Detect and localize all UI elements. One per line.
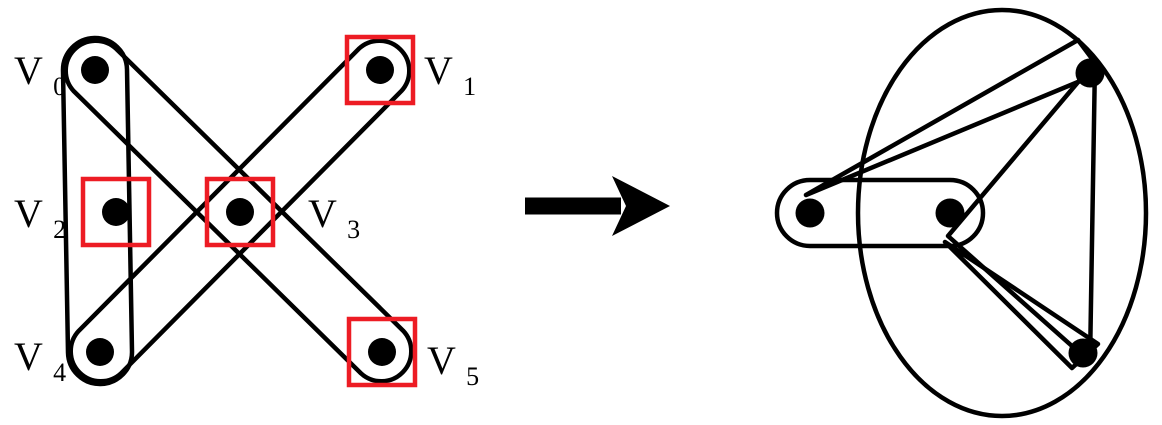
vertex-label-v5-sub: 5	[466, 362, 479, 391]
transform-arrow	[525, 176, 670, 236]
vertex-label-v2: V 2	[14, 191, 66, 244]
vertex-label-v1: V 1	[424, 48, 476, 101]
vertex-u-left	[795, 198, 825, 228]
vertex-label-v3: V 3	[308, 191, 360, 244]
vertex-label-v5-main: V	[427, 338, 456, 383]
vertex-label-v3-main: V	[308, 191, 337, 236]
vertex-label-v1-main: V	[424, 48, 453, 93]
hyperedge-wedge-left-top	[803, 37, 1105, 198]
vertex-v4	[86, 338, 114, 366]
hyperedge-triangle-middle-top-bottom	[945, 59, 1098, 365]
vertex-v3	[226, 198, 254, 226]
vertex-label-v0: V 0	[14, 48, 66, 101]
highlight-box-v2	[80, 176, 152, 248]
vertex-label-v4: V 4	[14, 334, 66, 387]
highlight-box-v3	[204, 176, 276, 248]
vertex-label-v1-sub: 1	[463, 72, 476, 101]
vertex-label-v3-sub: 3	[347, 215, 360, 244]
vertex-v2	[102, 198, 130, 226]
vertex-v5	[368, 338, 396, 366]
hyperedge-v0-v2-v4	[60, 35, 135, 387]
hyperedge-capsule-left-middle	[774, 177, 986, 249]
right-arrow-icon	[612, 176, 670, 236]
vertex-label-v2-sub: 2	[53, 215, 66, 244]
highlight-box-v5	[346, 316, 418, 388]
right-hypergraph	[774, 7, 1149, 419]
highlight-box-v1	[344, 34, 416, 106]
vertex-v0	[81, 56, 109, 84]
vertex-label-v2-main: V	[14, 191, 43, 236]
vertex-v1	[366, 56, 394, 84]
vertex-label-v5: V 5	[427, 338, 479, 391]
hyperedge-v4-v3-v1	[68, 38, 412, 384]
vertex-label-v4-sub: 4	[53, 358, 66, 387]
vertex-label-v0-sub: 0	[53, 72, 66, 101]
left-hypergraph: V 0 V 1 V 2 V 3 V 4 V 5	[14, 34, 479, 391]
vertex-label-v0-main: V	[14, 48, 43, 93]
vertex-u-middle	[935, 198, 965, 228]
arrow-shaft	[525, 197, 621, 215]
vertex-u-bottom	[1068, 338, 1098, 368]
vertex-u-top	[1075, 58, 1105, 88]
hyperedge-ellipse-top-bottom	[855, 7, 1149, 419]
hyperedge-v0-v3-v5	[63, 38, 414, 384]
vertex-label-v4-main: V	[14, 334, 43, 379]
